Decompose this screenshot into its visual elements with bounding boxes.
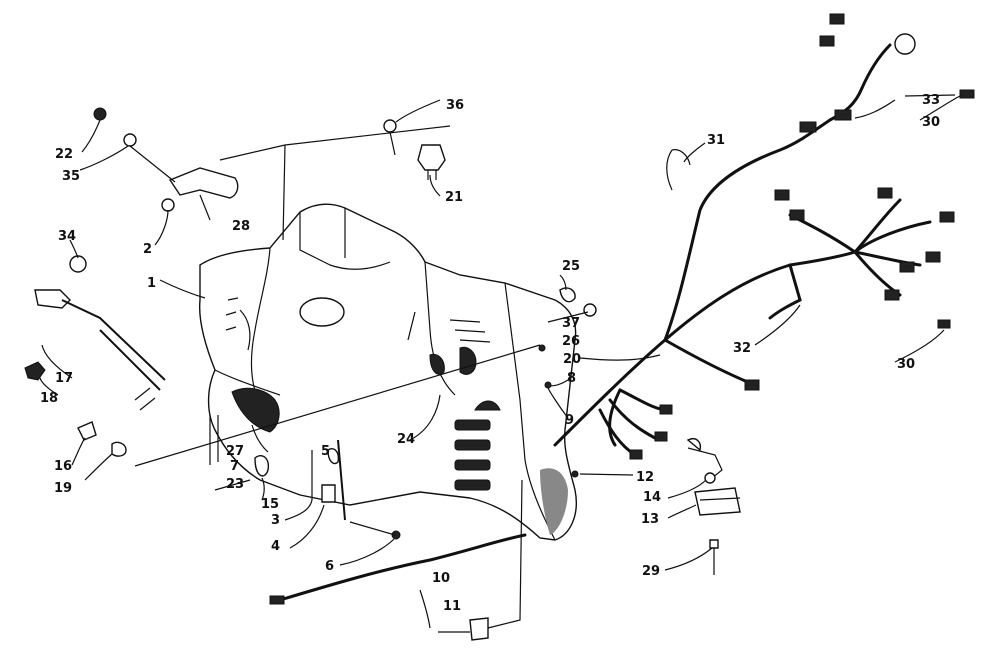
upper-bracket-assembly [93, 107, 451, 241]
label-4: 4 [271, 539, 280, 554]
label-11: 11 [443, 599, 461, 614]
label-26: 26 [562, 334, 580, 349]
label-28: 28 [232, 219, 250, 234]
label-16: 16 [54, 459, 72, 474]
label-13: 13 [641, 512, 659, 527]
label-32: 32 [733, 341, 751, 356]
leader-lines [39, 95, 961, 571]
label-29: 29 [642, 564, 660, 579]
console-housing [198, 203, 577, 541]
label-14: 14 [643, 490, 661, 505]
label-3: 3 [271, 513, 280, 528]
label-7: 7 [230, 459, 239, 474]
label-24: 24 [397, 432, 415, 447]
label-6: 6 [325, 559, 334, 574]
label-31: 31 [707, 133, 725, 148]
label-33: 33 [922, 93, 940, 108]
label-12: 12 [636, 470, 654, 485]
label-2: 2 [143, 242, 152, 257]
label-1: 1 [147, 276, 156, 291]
label-21: 21 [445, 190, 463, 205]
label-23: 23 [226, 477, 244, 492]
wiring-harness [553, 13, 975, 460]
label-37: 37 [562, 316, 580, 331]
label-27: 27 [226, 444, 244, 459]
label-19: 19 [54, 481, 72, 496]
left-components [24, 255, 541, 467]
label-36: 36 [446, 98, 464, 113]
label-8: 8 [567, 371, 576, 386]
lower-wiring [269, 479, 527, 641]
label-25: 25 [562, 259, 580, 274]
label-10: 10 [432, 571, 450, 586]
label-35: 35 [62, 169, 80, 184]
label-22: 22 [55, 147, 73, 162]
label-20: 20 [563, 352, 581, 367]
part-labels: 1 2 3 4 5 6 7 8 9 10 11 12 13 14 15 16 1… [40, 93, 940, 614]
label-34: 34 [58, 229, 76, 244]
label-9: 9 [565, 413, 574, 428]
label-15: 15 [261, 497, 279, 512]
lower-small-parts [209, 415, 401, 540]
right-side-parts [538, 287, 741, 575]
label-30-upper: 30 [922, 115, 940, 130]
label-17: 17 [55, 371, 73, 386]
label-18: 18 [40, 391, 58, 406]
label-5: 5 [321, 444, 330, 459]
label-30-lower: 30 [897, 357, 915, 372]
